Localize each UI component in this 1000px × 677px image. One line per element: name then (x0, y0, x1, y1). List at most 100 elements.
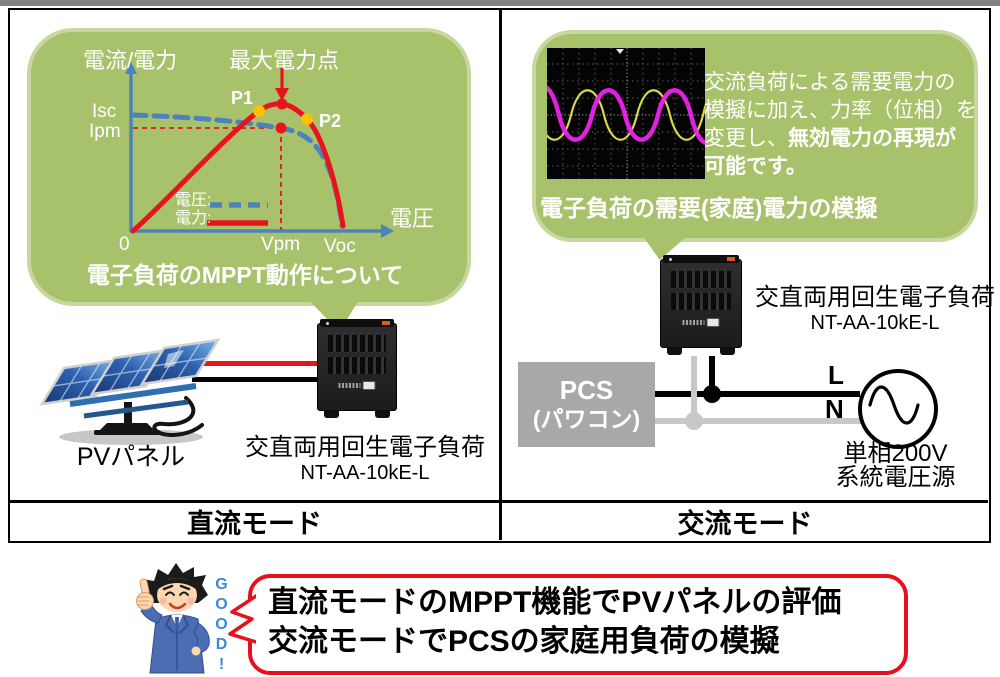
mode-label-ac: 交流モード (677, 508, 813, 539)
p2-point (301, 113, 313, 125)
pv-panel-label: PVパネル (76, 443, 186, 471)
scope-yellow-waveform (547, 89, 705, 141)
desc-line-3-bold: 無効電力の再現が (788, 127, 956, 150)
device-model-right: NT-AA-10kE-L (810, 312, 940, 334)
mode-row-divider (10, 500, 988, 503)
hip-hand (191, 646, 201, 656)
wire-label-l: L (828, 360, 844, 390)
legend-voltage-label: 電圧: (175, 192, 212, 209)
scope-magenta-waveform (547, 85, 705, 145)
pv-base-bar (94, 430, 160, 435)
ipm-vpm-point (275, 122, 287, 134)
tie (175, 617, 179, 637)
callout-tail (228, 594, 256, 644)
desc-line-4: 可能です。 (704, 155, 807, 178)
pv-rail-upper (69, 383, 197, 407)
eyes (165, 591, 189, 596)
desc-line-3: 変更し、無効電力の再現が (704, 125, 977, 153)
blush-left (159, 597, 167, 605)
ac-bubble-caption: 電子負荷の需要(家庭)電力の模擬 (540, 195, 878, 221)
source-label-line1: 単相200V (843, 440, 948, 467)
summary-callout-bubble: 直流モードのMPPT機能でPVパネルの評価 交流モードでPCSの家庭用負荷の模擬 (248, 574, 908, 675)
chart-x-axis-label: 電圧 (390, 206, 435, 231)
vpm-tick-label: Vpm (261, 234, 301, 255)
callout-line-1: 直流モードのMPPT機能でPVパネルの評価 (268, 586, 842, 619)
mouth (168, 602, 187, 610)
pv-panel-illustration (39, 338, 221, 445)
desc-line-1: 交流負荷による需要電力の (704, 71, 956, 94)
device-led (326, 321, 329, 325)
ac-source-symbol (858, 369, 938, 449)
thumbs-up-person-illustration (136, 563, 210, 674)
fingers (138, 596, 149, 606)
ac-bubble-description: 交流負荷による需要電力の 模擬に加え、力率（位相）を 変更し、無効電力の再現が … (704, 69, 977, 181)
device-vent-lower (328, 357, 386, 374)
source-label-line2: 系統電圧源 (835, 464, 956, 491)
pv-pole (124, 402, 132, 430)
chart-y-axis-label: 電流/電力 (83, 48, 178, 73)
device-model-left: NT-AA-10kE-L (300, 462, 430, 484)
pcs-box: PCS (パワコン) (518, 362, 655, 447)
ipm-label: Ipm (89, 121, 121, 142)
max-power-label: 最大電力点 (229, 48, 340, 73)
iv-pv-curve-chart (125, 62, 394, 238)
pcs-sublabel: (パワコン) (532, 406, 641, 433)
pcs-label: PCS (559, 375, 614, 406)
sine-icon (868, 385, 920, 425)
electronic-load-device-right (660, 255, 742, 355)
device-foot-left (667, 347, 682, 355)
device-foot-right (375, 410, 390, 418)
device-vent-upper (671, 271, 731, 288)
mppt-speech-bubble (27, 28, 471, 306)
ac-neutral-branch-wire (691, 356, 697, 424)
line-junction-dot (703, 385, 721, 403)
scope-trigger-marker (616, 49, 624, 54)
device-logo (338, 381, 376, 390)
dc-positive-wire (198, 361, 318, 366)
dc-negative-wire (192, 377, 318, 382)
legend-power-label: 電力: (175, 210, 212, 227)
pv-cable (152, 396, 204, 438)
max-power-point (276, 98, 288, 110)
vertical-divider (499, 10, 502, 540)
device-top-panel (663, 255, 739, 263)
device-vent-upper (328, 335, 386, 352)
ac-line-branch-wire (709, 356, 715, 397)
device-top-panel (320, 319, 394, 327)
hip-arm (193, 622, 210, 653)
y-axis-arrow (125, 62, 137, 74)
device-led (669, 257, 672, 261)
pv-base (98, 423, 156, 432)
isc-label: Isc (92, 101, 117, 122)
device-foot-left (324, 410, 339, 418)
callout-line-2: 交流モードでPCSの家庭用負荷の模擬 (268, 625, 780, 658)
mode-label-dc: 直流モード (187, 508, 322, 539)
desc-line-2: 模擬に加え、力率（位相）を (704, 99, 977, 122)
electronic-load-device-left (317, 319, 397, 418)
device-power-button (727, 256, 735, 261)
device-logo (682, 318, 720, 327)
device-foot-right (720, 347, 735, 355)
table-frame (8, 8, 991, 543)
device-label-left: 交直両用回生電子負荷 (245, 434, 485, 461)
max-power-arrowhead (275, 88, 289, 101)
p1-point (253, 105, 265, 117)
device-label-right: 交直両用回生電子負荷 (755, 284, 995, 311)
lapels (164, 614, 190, 634)
p1-label: P1 (231, 88, 254, 108)
p2-label: P2 (319, 111, 342, 131)
x-axis-arrow (381, 224, 394, 238)
oscilloscope-screenshot (547, 48, 705, 179)
neutral-junction-dot (685, 412, 703, 430)
pv-rail-lower (83, 399, 189, 419)
good-text: GOOD! (213, 576, 230, 676)
bubble-title: 電子負荷のMPPT動作について (86, 262, 404, 288)
origin-tick-label: 0 (119, 234, 130, 255)
voc-tick-label: Voc (324, 236, 356, 257)
callout-text: 直流モードのMPPT機能でPVパネルの評価 交流モードでPCSの家庭用負荷の模擬 (268, 583, 841, 661)
eyebrows (162, 584, 191, 591)
top-gray-bar (0, 0, 1000, 6)
ac-line-wire (655, 391, 860, 397)
wire-label-n: N (825, 394, 844, 424)
